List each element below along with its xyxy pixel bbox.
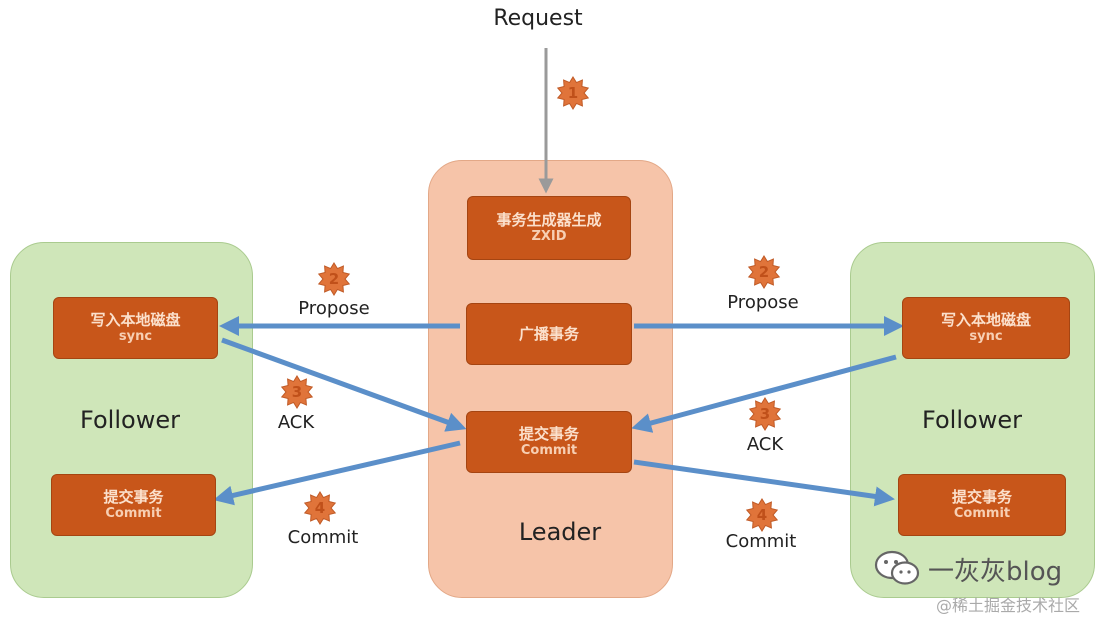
- request-label: Request: [493, 6, 583, 31]
- left-commit-line2: Commit: [105, 506, 162, 522]
- right-ack-label: ACK: [746, 434, 784, 455]
- right-commit-box: 提交事务 Commit: [898, 474, 1066, 536]
- left-commit-label: Commit: [287, 527, 359, 548]
- wechat-icon: [874, 550, 920, 585]
- commit-arrow-right: [633, 459, 895, 507]
- right-follower-title: Follower: [922, 406, 1022, 434]
- step-badge-3-right: 3: [748, 397, 782, 431]
- right-write-line2: sync: [969, 329, 1003, 345]
- right-write-line1: 写入本地磁盘: [940, 310, 1031, 329]
- left-write-line2: sync: [118, 329, 153, 345]
- ack-arrow-right: [631, 354, 897, 433]
- left-follower-title: Follower: [80, 406, 180, 434]
- right-commit-line1: 提交事务: [951, 487, 1012, 506]
- zxid-generator-box: 事务生成器生成 ZXID: [467, 196, 631, 260]
- step-badge-2-left: 2: [317, 262, 351, 296]
- step-badge-2-right: 2: [747, 255, 781, 289]
- right-propose-label: Propose: [727, 292, 799, 313]
- right-commit-line2: Commit: [953, 506, 1011, 522]
- zxid-box-line1: 事务生成器生成: [496, 210, 602, 229]
- leader-commit-box: 提交事务 Commit: [466, 411, 632, 473]
- zxid-box-line2: ZXID: [531, 229, 567, 245]
- left-write-box: 写入本地磁盘 sync: [53, 297, 218, 359]
- step-badge-1: 1: [556, 76, 590, 110]
- left-commit-box: 提交事务 Commit: [51, 474, 216, 536]
- leader-title: Leader: [518, 518, 602, 546]
- right-write-box: 写入本地磁盘 sync: [902, 297, 1070, 359]
- broadcast-box-line1: 广播事务: [518, 324, 579, 343]
- broadcast-box: 广播事务: [466, 303, 632, 365]
- right-commit-label: Commit: [725, 531, 797, 552]
- commit-arrow-left: [213, 440, 461, 506]
- watermark-name: 一灰灰blog: [928, 557, 1063, 587]
- ack-arrow-left: [221, 337, 467, 432]
- left-ack-label: ACK: [277, 412, 315, 433]
- leader-commit-line1: 提交事务: [518, 424, 579, 443]
- leader-commit-line2: Commit: [520, 443, 578, 459]
- step-badge-4-left: 4: [303, 491, 337, 525]
- step-badge-3-left: 3: [280, 375, 314, 409]
- left-commit-line1: 提交事务: [103, 487, 164, 506]
- left-write-line1: 写入本地磁盘: [90, 310, 181, 329]
- left-propose-label: Propose: [298, 298, 370, 319]
- watermark-site: @稀土掘金技术社区: [936, 596, 1081, 615]
- step-badge-4-right: 4: [745, 498, 779, 532]
